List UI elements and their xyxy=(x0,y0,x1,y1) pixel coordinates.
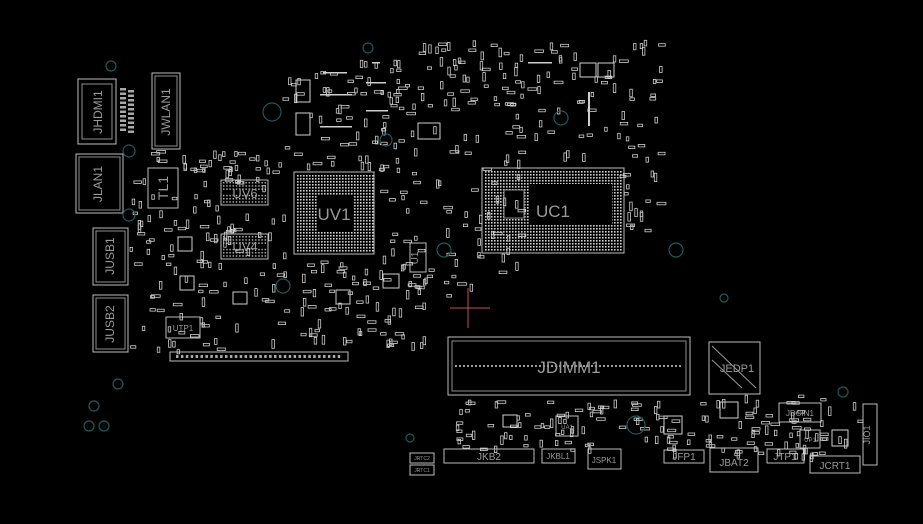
jusb1-label: JUSB1 xyxy=(103,237,117,275)
uv6-label: UV6 xyxy=(232,186,257,201)
tl1-label: TL1 xyxy=(155,176,171,200)
up1-label: UP1 xyxy=(804,438,816,444)
jdimm1-label: JDIMM1 xyxy=(537,358,600,377)
jusb2-label: JUSB2 xyxy=(103,305,117,343)
uc1-label: UC1 xyxy=(536,202,570,221)
jbat2-connector[interactable]: JBAT2 xyxy=(709,447,759,473)
passive-components xyxy=(129,39,864,463)
crosshair-marker-icon xyxy=(450,288,490,328)
uc1-cpu-chip[interactable]: UC1 xyxy=(481,167,625,254)
jlan1-connector[interactable]: JLAN1 xyxy=(75,153,124,214)
jspk1-label: JSPK1 xyxy=(592,456,617,465)
jbat2-label: JBAT2 xyxy=(719,458,749,469)
jhdmi1-label: JHDMI1 xyxy=(91,90,105,134)
ua1-label: UA1 xyxy=(561,425,573,431)
jtp1-label: JTP1 xyxy=(773,452,797,463)
jrtc1-connector[interactable]: JRTC1 xyxy=(409,464,435,476)
jrtc2-label: JRTC2 xyxy=(414,456,430,462)
jedp1-connector[interactable]: JEDP1 xyxy=(708,341,761,395)
u1-chip[interactable]: U1 xyxy=(409,242,427,273)
jfp1-label: JFP1 xyxy=(672,452,696,463)
jcrt1-label: JCRT1 xyxy=(820,461,851,472)
jkb2-label: JKB2 xyxy=(477,452,501,463)
tl1-transformer[interactable]: TL1 xyxy=(147,167,179,209)
jcrt1-connector[interactable]: JCRT1 xyxy=(809,455,861,474)
u1-label: U1 xyxy=(410,251,421,264)
jkbl1-label: JKBL1 xyxy=(546,452,570,461)
jrtc1-label: JRTC1 xyxy=(414,468,430,474)
utp1-label: UTP1 xyxy=(173,324,194,333)
jkbl1-connector[interactable]: JKBL1 xyxy=(541,448,576,464)
jwlan1-label: JWLAN1 xyxy=(159,88,173,136)
jspk1-connector[interactable]: JSPK1 xyxy=(587,448,622,470)
jlan1-label: JLAN1 xyxy=(91,166,105,202)
jhdmi1-connector[interactable]: JHDMI1 xyxy=(77,78,134,145)
jusb2-connector[interactable]: JUSB2 xyxy=(92,294,129,353)
ua1-chip[interactable]: UA1 xyxy=(555,415,579,437)
jio1-label: JIO1 xyxy=(862,425,872,444)
uv1-label: UV1 xyxy=(317,205,350,224)
jdimm1-slot[interactable]: JDIMM1 xyxy=(447,336,691,396)
mounting-vias xyxy=(83,42,849,443)
jfp1-connector[interactable]: JFP1 xyxy=(663,449,705,464)
uv1-gpu-chip[interactable]: UV1 xyxy=(293,171,375,255)
utp1-component[interactable]: UTP1 xyxy=(165,316,201,339)
jrtc2-connector[interactable]: JRTC2 xyxy=(409,452,435,464)
bottom-left-header[interactable] xyxy=(169,351,349,362)
jwlan1-connector[interactable]: JWLAN1 xyxy=(151,72,181,150)
jedp1-label: JEDP1 xyxy=(720,363,754,375)
jio1-connector[interactable]: JIO1 xyxy=(862,403,878,466)
jkb2-connector[interactable]: JKB2 xyxy=(443,448,535,464)
jusb1-connector[interactable]: JUSB1 xyxy=(92,227,129,286)
uv4-label: UV4 xyxy=(232,239,257,254)
